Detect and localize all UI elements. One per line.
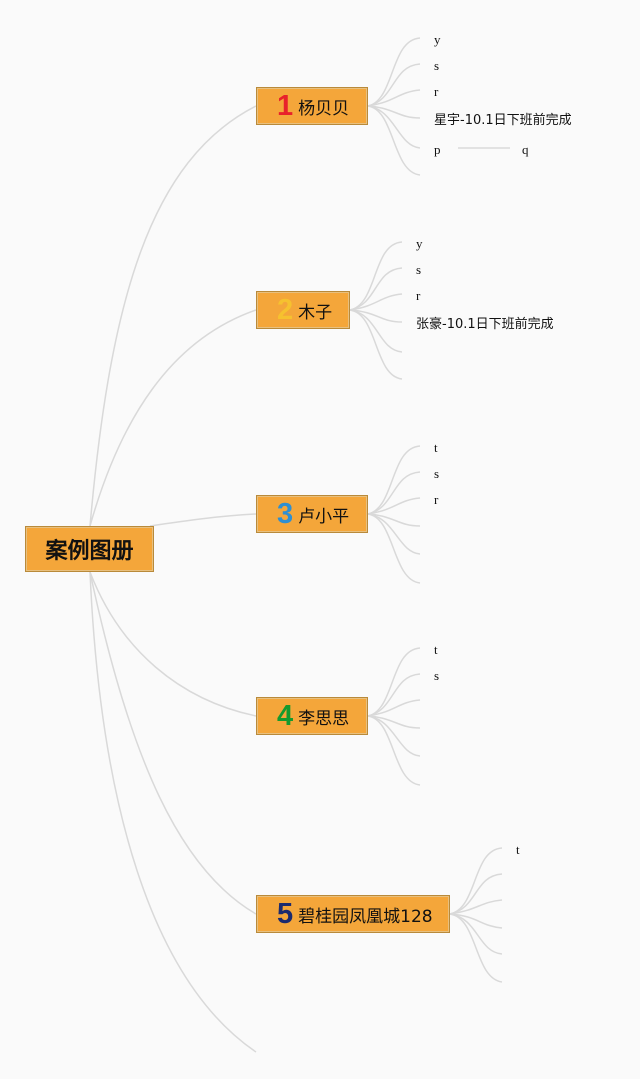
leaf-1-2[interactable]: s: [434, 58, 440, 73]
branch-node-2[interactable]: 2 木子: [256, 291, 350, 329]
leaf-2-2[interactable]: s: [416, 262, 422, 277]
branch-node-3[interactable]: 3 卢小平: [256, 495, 368, 533]
branch-number-2: 2: [277, 293, 294, 326]
branch-number-5: 5: [277, 897, 294, 930]
leaf-3-3[interactable]: r: [434, 492, 439, 507]
link-root-extra: [89, 571, 257, 1053]
leaf-2-1[interactable]: y: [416, 236, 423, 251]
link-root-branch-1: [89, 105, 257, 527]
leaf-1-4[interactable]: 星宇-10.1日下班前完成: [434, 113, 572, 128]
link-root-branch-5: [89, 571, 257, 915]
branch-number-1: 1: [277, 89, 294, 122]
branch-label-2: 木子: [298, 302, 333, 323]
branch-node-4[interactable]: 4 李思思: [256, 697, 368, 735]
link-root-branch-2: [89, 309, 257, 527]
leaf-1-5[interactable]: p: [434, 142, 441, 157]
leaf-4-2[interactable]: s: [434, 668, 440, 683]
branch-node-5[interactable]: 5 碧桂园凤凰城128: [256, 895, 450, 933]
link-root-branch-3: [149, 513, 257, 527]
root-node[interactable]: 案例图册: [25, 526, 154, 572]
leaf-1-5-child[interactable]: q: [522, 142, 529, 157]
leaf-1-1[interactable]: y: [434, 32, 441, 47]
leaf-2-4[interactable]: 张豪-10.1日下班前完成: [416, 317, 554, 332]
branch-number-3: 3: [277, 497, 294, 530]
branch-label-5: 碧桂园凤凰城128: [298, 906, 433, 927]
branch-label-3: 卢小平: [298, 506, 350, 527]
branch-number-4: 4: [277, 699, 294, 732]
leaf-3-2[interactable]: s: [434, 466, 440, 481]
link-root-branch-4: [89, 571, 257, 717]
root-label: 案例图册: [45, 539, 134, 564]
branch-label-1: 杨贝贝: [298, 98, 350, 119]
leaf-2-3[interactable]: r: [416, 288, 421, 303]
leaf-4-1[interactable]: t: [434, 642, 438, 657]
branch-node-1[interactable]: 1 杨贝贝: [256, 87, 368, 125]
leaf-1-3[interactable]: r: [434, 84, 439, 99]
leaf-5-1[interactable]: t: [516, 842, 520, 857]
leaf-3-1[interactable]: t: [434, 440, 438, 455]
branch-label-4: 李思思: [298, 708, 350, 729]
